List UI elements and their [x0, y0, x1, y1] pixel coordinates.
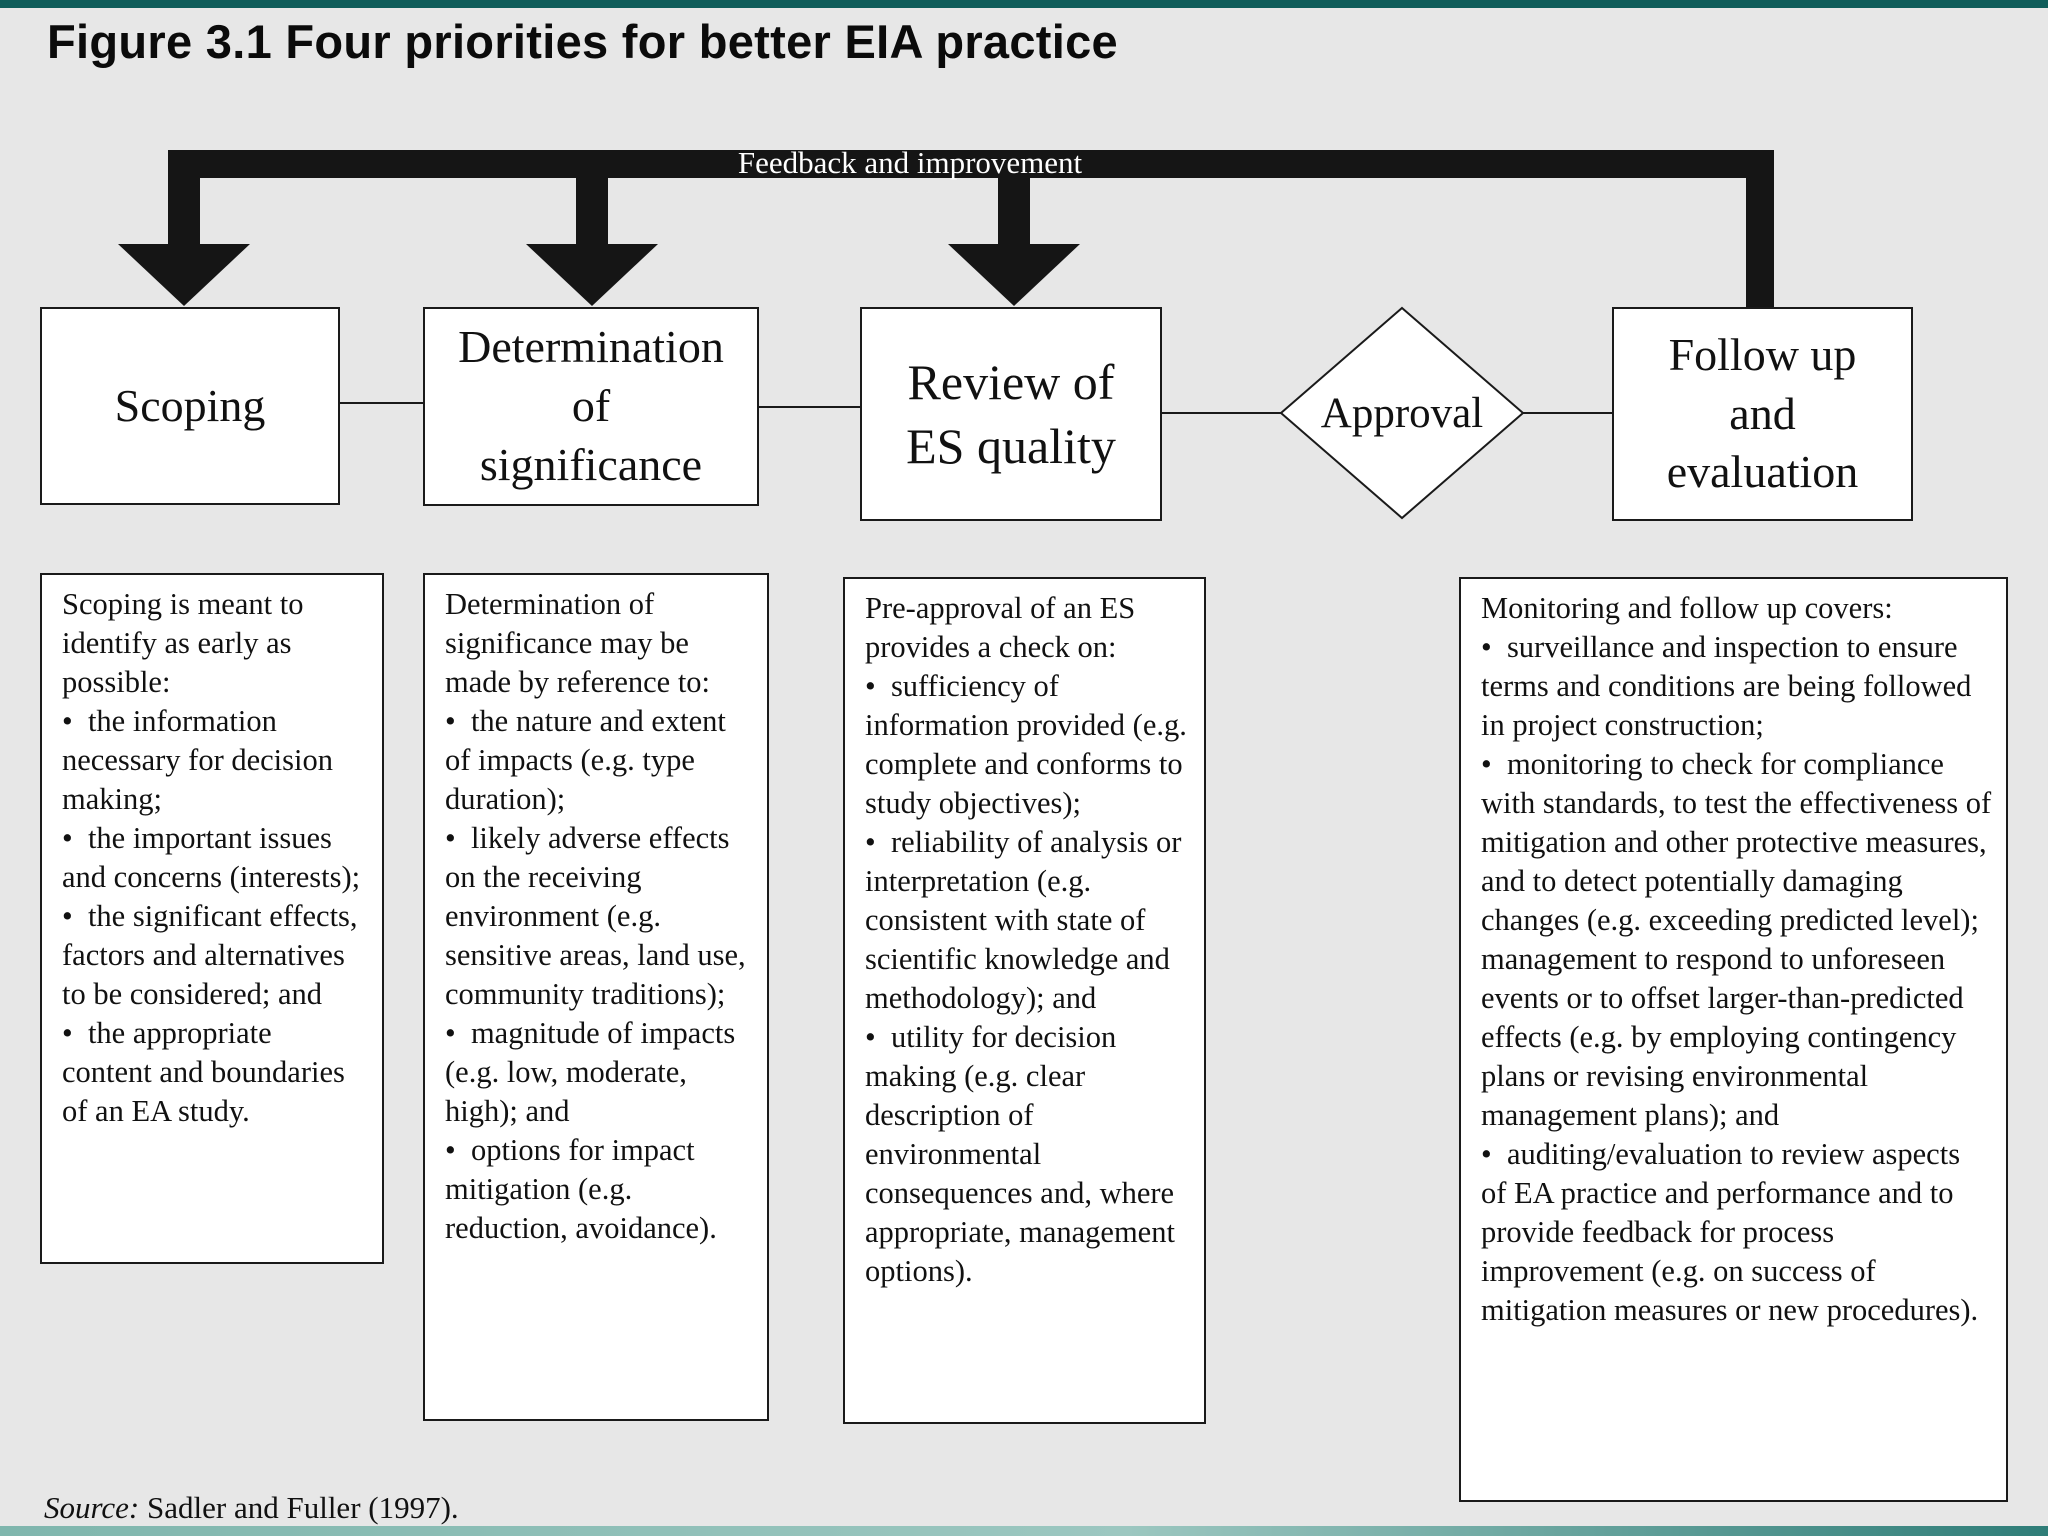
feedback-riser	[1746, 150, 1774, 311]
desc-scoping-bullet-3: the significant effects, factors and alt…	[62, 897, 368, 1014]
desc-significance: Determination of significance may be mad…	[423, 573, 769, 1421]
desc-scoping-intro: Scoping is meant to identify as early as…	[62, 587, 304, 699]
desc-scoping: Scoping is meant to identify as early as…	[40, 573, 384, 1264]
desc-follow-up: Monitoring and follow up covers: surveil…	[1459, 577, 2008, 1502]
arrow-stem-significance	[576, 150, 608, 246]
arrow-head-scoping	[118, 244, 250, 306]
arrow-stem-review	[998, 150, 1030, 246]
desc-significance-bullet-2: likely adverse effects on the receiving …	[445, 819, 753, 1014]
approval-diamond	[1279, 306, 1525, 520]
desc-follow-up-bullet-1: surveillance and inspection to ensure te…	[1481, 628, 1992, 745]
desc-significance-bullet-1: the nature and extent of impacts (e.g. t…	[445, 702, 753, 819]
desc-scoping-bullet-2: the important issues and concerns (inter…	[62, 819, 368, 897]
desc-significance-intro: Determination of significance may be mad…	[445, 587, 711, 699]
stage-review-line-2: ES quality	[906, 418, 1116, 474]
desc-scoping-bullet-4: the appropriate content and boundaries o…	[62, 1014, 368, 1131]
feedback-bar	[168, 150, 1774, 178]
desc-follow-up-intro: Monitoring and follow up covers:	[1481, 591, 1893, 625]
desc-review-intro: Pre-approval of an ES provides a check o…	[865, 591, 1136, 664]
desc-review: Pre-approval of an ES provides a check o…	[843, 577, 1206, 1424]
feedback-label: Feedback and improvement	[737, 145, 1083, 180]
stage-scoping-label: Scoping	[114, 379, 266, 431]
source-label: Source:	[44, 1490, 140, 1525]
arrow-stem-scoping	[168, 150, 200, 246]
arrow-head-significance	[526, 244, 658, 306]
desc-review-bullet-3: utility for decision making (e.g. clear …	[865, 1018, 1190, 1291]
desc-significance-bullet-3: magnitude of impacts (e.g. low, moderate…	[445, 1014, 753, 1131]
stage-significance-line-3: significance	[479, 438, 703, 490]
desc-review-bullet-1: sufficiency of information provided (e.g…	[865, 667, 1190, 823]
stage-significance: Determination of significance	[423, 307, 759, 506]
stage-review-line-1: Review of	[907, 354, 1115, 410]
top-rule	[0, 0, 2048, 8]
stage-follow-up-line-1: Follow up	[1668, 328, 1857, 380]
desc-follow-up-bullet-2: monitoring to check for compliance with …	[1481, 745, 1992, 1135]
source-text: Sadler and Fuller (1997).	[147, 1490, 459, 1525]
bottom-rule	[0, 1526, 2048, 1536]
source-note: Source: Sadler and Fuller (1997).	[44, 1490, 459, 1526]
desc-significance-bullet-4: options for impact mitigation (e.g. redu…	[445, 1131, 753, 1248]
stage-scoping: Scoping	[40, 307, 340, 505]
stage-follow-up-line-3: evaluation	[1666, 446, 1859, 498]
stage-significance-line-1: Determination	[458, 321, 724, 373]
desc-scoping-bullet-1: the information necessary for decision m…	[62, 702, 368, 819]
desc-review-bullet-2: reliability of analysis or interpretatio…	[865, 823, 1190, 1018]
stage-significance-line-2: of	[571, 380, 611, 432]
arrow-head-review	[948, 244, 1080, 306]
stage-follow-up: Follow up and evaluation	[1612, 307, 1913, 521]
stage-approval-label: Approval	[1320, 389, 1484, 437]
stage-follow-up-line-2: and	[1729, 387, 1796, 439]
stage-review: Review of ES quality	[860, 307, 1162, 521]
figure-title: Figure 3.1 Four priorities for better EI…	[47, 15, 1118, 68]
desc-follow-up-bullet-3: auditing/evaluation to review aspects of…	[1481, 1135, 1992, 1330]
